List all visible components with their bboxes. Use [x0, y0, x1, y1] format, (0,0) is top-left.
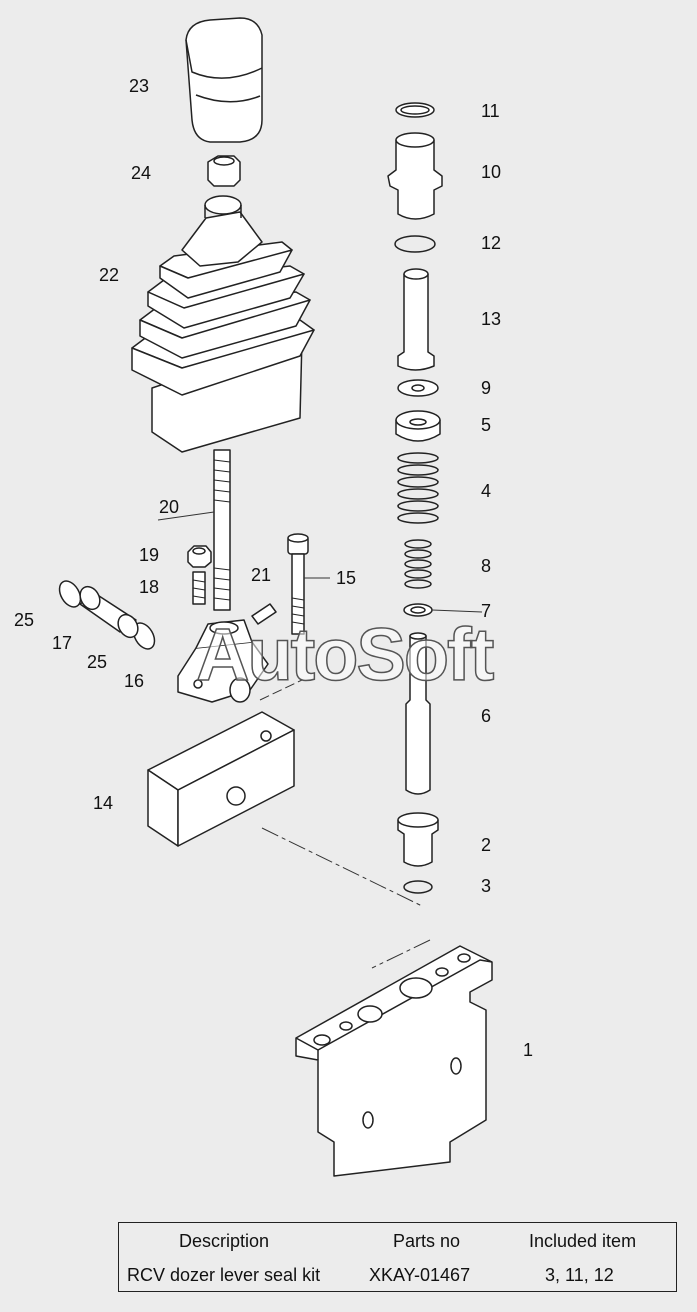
header-parts-no: Parts no: [393, 1231, 461, 1251]
part-22-boot: [131, 195, 315, 453]
part-15-bolt: [287, 533, 309, 635]
part-14-block: [147, 711, 295, 847]
callout-11: 11: [481, 101, 500, 121]
part-5-seat: [395, 410, 441, 442]
callout-23: 23: [129, 76, 150, 96]
callout-13: 13: [481, 309, 502, 329]
callout-18: 18: [139, 577, 160, 597]
part-9-washer: [397, 379, 439, 397]
callout-14: 14: [93, 793, 114, 813]
callout-16: 16: [124, 671, 145, 691]
part-11-ring: [395, 102, 435, 118]
callout-6: 6: [481, 706, 492, 726]
callout-10: 10: [481, 162, 502, 182]
part-8-spring: [404, 539, 432, 589]
callout-24: 24: [131, 163, 152, 183]
callout-21: 21: [251, 565, 272, 585]
callout-7: 7: [481, 601, 492, 621]
callout-12: 12: [481, 233, 502, 253]
callout-8: 8: [481, 556, 492, 576]
callout-19: 19: [139, 545, 160, 565]
callout-1: 1: [523, 1040, 534, 1060]
part-6-spool: [405, 632, 431, 795]
part-4-spring: [397, 452, 439, 524]
part-17-pin: [79, 585, 139, 639]
part-12-o-ring: [394, 235, 436, 253]
header-description: Description: [179, 1231, 270, 1251]
callout-5: 5: [481, 415, 492, 435]
callout-20: 20: [159, 497, 180, 517]
part-20-rod: [213, 449, 231, 611]
part-13-plunger: [397, 268, 435, 371]
callout-9: 9: [481, 378, 492, 398]
leader-lines: [157, 511, 483, 969]
part-23-grip: [185, 17, 263, 143]
part-21-pin: [251, 603, 277, 625]
part-16-yoke: [177, 619, 269, 703]
seal-kit-table: Description Parts no Included item RCV d…: [118, 1222, 677, 1292]
callout-15: 15: [336, 568, 357, 588]
callout-25-left: 25: [14, 610, 35, 630]
callout-3: 3: [481, 876, 492, 896]
row-parts-no: XKAY-01467: [369, 1265, 471, 1285]
part-19-nut: [187, 545, 212, 568]
part-1-body: [295, 945, 493, 1177]
part-10-sleeve: [387, 132, 443, 220]
callout-17: 17: [52, 633, 73, 653]
header-included-item: Included item: [529, 1231, 637, 1251]
part-18-set-screw: [192, 571, 206, 605]
part-2-plug: [397, 812, 439, 867]
callout-2: 2: [481, 835, 492, 855]
callout-25-right: 25: [87, 652, 108, 672]
callout-4: 4: [481, 481, 492, 501]
row-description: RCV dozer lever seal kit: [127, 1265, 321, 1285]
part-3-o-ring: [403, 880, 433, 894]
watermark-text: AutoSoft: [195, 612, 495, 697]
part-24-nut: [207, 155, 241, 187]
callout-22: 22: [99, 265, 120, 285]
part-25-circlip-left: [58, 580, 82, 608]
row-included-item: 3, 11, 12: [545, 1265, 614, 1285]
